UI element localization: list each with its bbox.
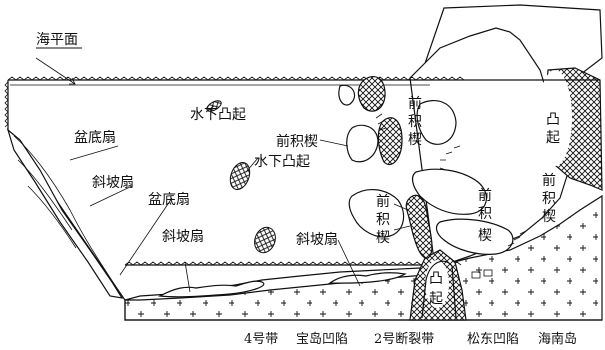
bottom-zigzag-line — [124, 261, 462, 266]
underwater-uplift-patch-2 — [254, 226, 276, 254]
left-slope-fan-lines — [13, 135, 119, 291]
hatched-pod-3 — [405, 194, 433, 259]
svg-text:前: 前 — [376, 193, 390, 210]
svg-text:前: 前 — [542, 172, 556, 189]
prograding-wedge-lobe-2 — [346, 124, 379, 163]
slope-fan-label-1: 斜坡扇 — [92, 175, 134, 191]
slope-fan-mound-2 — [328, 272, 407, 284]
basin-floor-fan-label-2: 盆底扇 — [148, 192, 190, 208]
axis-label-hainan-island: 海南岛 — [538, 331, 577, 347]
prograding-wedge-label-v1: 前 积 楔 — [408, 95, 422, 148]
prograding-wedge-lobe-1 — [338, 84, 355, 106]
underwater-uplift-label-2: 水下凸起 — [254, 154, 310, 170]
prograding-wedge-lobe-4 — [411, 168, 487, 215]
svg-text:前: 前 — [408, 95, 422, 112]
svg-text:积: 积 — [542, 191, 556, 207]
small-box-2 — [483, 269, 493, 277]
svg-text:楔: 楔 — [376, 230, 390, 246]
basin-floor-fan-label-1: 盆底扇 — [74, 130, 116, 146]
uplift-bottom-label: 凸 起 — [429, 271, 443, 307]
svg-text:前: 前 — [478, 187, 492, 204]
prograding-wedge-lobe-5 — [348, 189, 405, 238]
prograding-wedge-label-1: 前积楔 — [276, 133, 318, 150]
svg-text:起: 起 — [546, 130, 560, 146]
uplift-right-label: 凸 起 — [546, 112, 560, 146]
hatched-pod-1 — [357, 75, 386, 112]
prograding-wedge-lobe-3 — [416, 100, 457, 145]
left-edge-zigzag — [4, 81, 9, 128]
front-face — [7, 79, 602, 321]
svg-text:凸: 凸 — [429, 271, 443, 287]
svg-text:起: 起 — [429, 291, 443, 307]
axis-label-baodao-sag: 宝岛凹陷 — [296, 331, 348, 347]
leader-lines — [35, 57, 411, 293]
axis-label-fault-zone2: 2号断裂带 — [374, 332, 434, 347]
svg-text:楔: 楔 — [408, 132, 422, 148]
svg-text:积: 积 — [376, 212, 390, 228]
uplift-bottom-rim — [421, 260, 457, 319]
left-slope-fan — [6, 128, 124, 299]
axis-label-zone4: 4号带 — [244, 332, 278, 347]
wedge-ticks — [375, 113, 527, 247]
prograding-wedge-label-v3: 前 积 楔 — [542, 172, 556, 225]
prograding-wedge-lobe-6 — [435, 218, 514, 255]
svg-text:楔: 楔 — [542, 209, 556, 225]
prograding-wedge-label-v2: 前 积 楔 — [478, 187, 492, 244]
prograding-wedge-label-v4: 前 积 楔 — [376, 193, 390, 246]
underwater-uplift-label-1: 水下凸起 — [190, 107, 246, 123]
svg-text:楔: 楔 — [478, 228, 492, 244]
svg-text:凸: 凸 — [546, 112, 560, 128]
svg-text:积: 积 — [408, 114, 422, 130]
axis-label-songdong-sag: 松东凹陷 — [467, 332, 519, 347]
slope-fan-label-2: 斜坡扇 — [162, 229, 204, 245]
sea-surface-line — [7, 76, 465, 81]
sea-level-label: 海平面 — [36, 32, 78, 48]
small-box-1 — [471, 271, 481, 279]
svg-text:积: 积 — [478, 206, 492, 222]
underwater-uplift-patch-1 — [229, 161, 251, 191]
hatched-pod-2 — [377, 117, 403, 166]
slope-fan-mound — [157, 280, 265, 298]
slope-fan-label-3: 斜坡扇 — [296, 232, 338, 248]
